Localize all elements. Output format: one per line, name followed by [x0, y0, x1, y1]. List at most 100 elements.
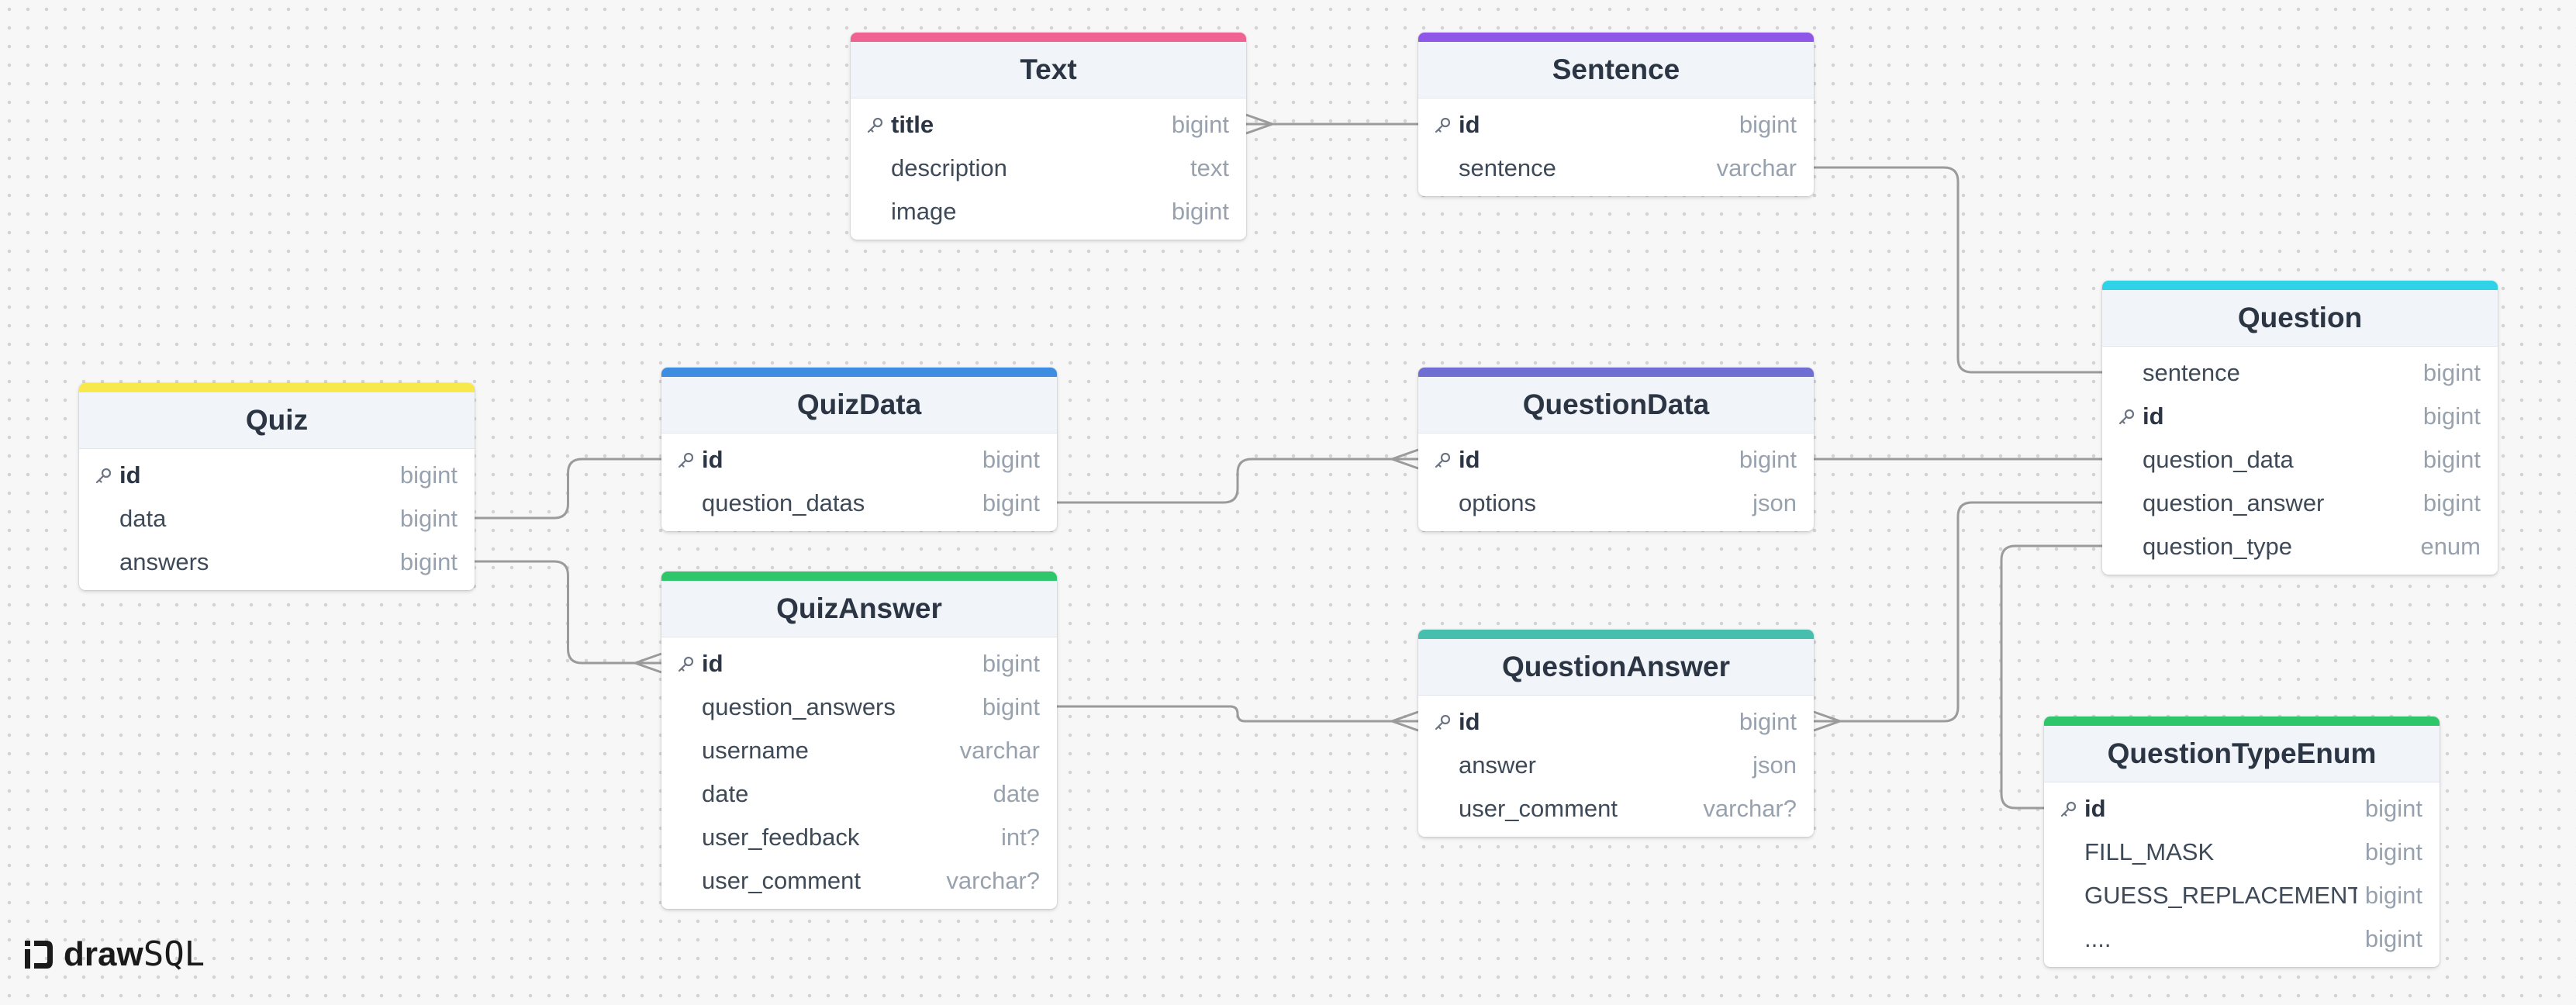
table-color-bar	[2102, 281, 2498, 290]
table-title[interactable]: Sentence	[1418, 42, 1814, 98]
column-row[interactable]: options json	[1418, 482, 1814, 525]
key-icon	[2058, 787, 2080, 831]
drawsql-logo: drawSQL	[23, 934, 205, 976]
column-name: options	[1459, 489, 1536, 516]
column-row[interactable]: id bigint	[2044, 787, 2440, 831]
crows-foot-marker	[634, 652, 662, 674]
column-name: question_type	[2143, 533, 2293, 560]
column-type: varchar?	[938, 859, 1040, 903]
table-color-bar	[661, 368, 1057, 377]
column-type: bigint	[1731, 438, 1797, 482]
key-icon	[675, 438, 697, 482]
relationship-line	[1057, 705, 1418, 723]
table-title[interactable]: QuestionData	[1418, 377, 1814, 433]
column-type: bigint	[2415, 438, 2481, 482]
key-icon	[2116, 395, 2138, 438]
column-type: bigint	[1163, 190, 1229, 233]
relationship-line	[1814, 166, 2102, 374]
table-title[interactable]: QuestionAnswer	[1418, 639, 1814, 696]
column-name: description	[891, 154, 1007, 181]
table-color-bar	[1418, 630, 1814, 639]
table-color-bar	[1418, 368, 1814, 377]
table-title[interactable]: Text	[851, 42, 1246, 98]
table-title[interactable]: Question	[2102, 290, 2498, 347]
column-type: bigint	[1731, 103, 1797, 147]
column-name: id	[2143, 402, 2164, 430]
column-name: user_comment	[702, 867, 862, 894]
column-type: bigint	[392, 497, 458, 540]
table-title[interactable]: QuizData	[661, 377, 1057, 433]
column-name: answers	[119, 548, 209, 575]
column-type: bigint	[2357, 787, 2422, 831]
column-type: bigint	[392, 540, 458, 584]
column-row[interactable]: FILL_MASK bigint	[2044, 831, 2440, 874]
column-row[interactable]: ....bigint	[2044, 917, 2440, 961]
column-type: bigint	[2415, 395, 2481, 438]
relationship-line	[475, 560, 661, 665]
key-icon	[93, 454, 115, 497]
column-name: question_answer	[2143, 489, 2325, 516]
column-name: question_datas	[702, 489, 865, 516]
key-icon	[1432, 103, 1454, 147]
table-title[interactable]: QuizAnswer	[661, 581, 1057, 637]
table-color-bar	[79, 383, 475, 392]
relationship-line	[1814, 501, 2102, 723]
column-name: FILL_MASK	[2084, 838, 2215, 865]
column-type: json	[1745, 482, 1797, 525]
column-row[interactable]: question_data bigint	[2102, 438, 2498, 482]
column-name: id	[2084, 795, 2106, 822]
column-row[interactable]: description text	[851, 147, 1246, 190]
column-type: json	[1745, 744, 1797, 787]
column-row[interactable]: id bigint	[2102, 395, 2498, 438]
column-row[interactable]: answers bigint	[79, 540, 475, 584]
column-type: bigint	[2357, 831, 2422, 874]
column-type: varchar?	[1695, 787, 1797, 831]
column-row[interactable]: user_feedback int?	[661, 816, 1057, 859]
table-title[interactable]: QuestionTypeEnum	[2044, 726, 2440, 782]
column-row[interactable]: user_comment varchar?	[661, 859, 1057, 903]
column-type: bigint	[974, 686, 1040, 729]
table-title[interactable]: Quiz	[79, 392, 475, 449]
column-name: id	[1459, 708, 1480, 735]
column-name: GUESS_REPLACEMENT	[2084, 882, 2363, 909]
column-name: question_data	[2143, 446, 2294, 473]
column-name: user_feedback	[702, 824, 860, 851]
column-name: data	[119, 505, 167, 532]
column-type: bigint	[2357, 917, 2422, 961]
column-row[interactable]: data bigint	[79, 497, 475, 540]
column-type: varchar	[1708, 147, 1797, 190]
relationship-line	[2000, 544, 2102, 810]
column-type: int?	[993, 816, 1040, 859]
column-type: text	[1183, 147, 1229, 190]
